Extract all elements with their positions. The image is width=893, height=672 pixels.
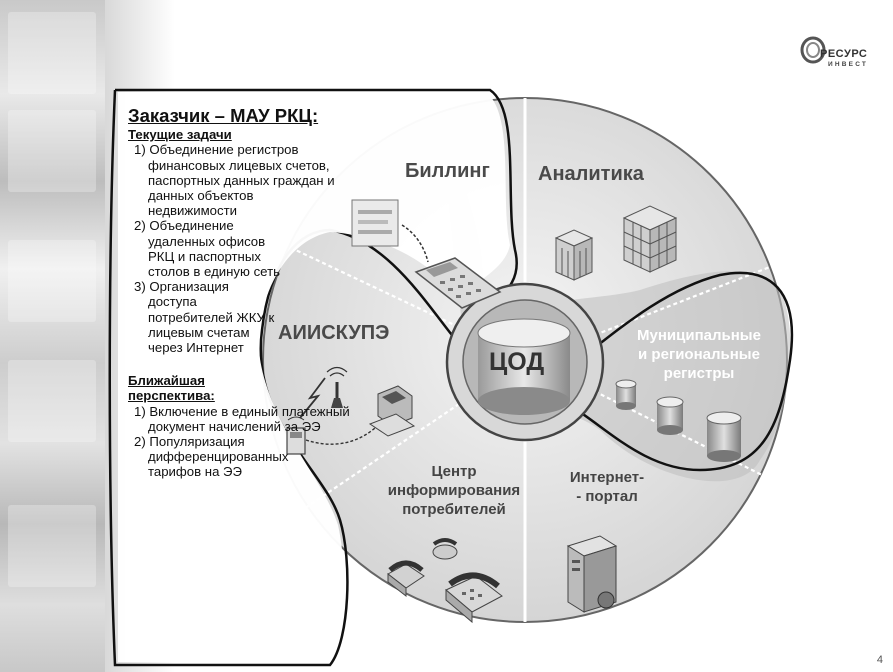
customer-panel: Заказчик – МАУ РКЦ: Текущие задачи 1) Об… bbox=[128, 105, 350, 480]
logo-name: РЕСУРС bbox=[820, 48, 868, 60]
photo-documents bbox=[8, 110, 96, 192]
segment-label-portal: Интернет- - портал bbox=[552, 468, 662, 506]
left-panel-background bbox=[118, 92, 510, 662]
info-center-label-line: потребителей bbox=[402, 501, 506, 518]
analytics-cube-large-icon bbox=[622, 205, 678, 273]
antenna-icon bbox=[326, 366, 348, 408]
segment-label-info-center: Центр информирования потребителей bbox=[380, 462, 528, 519]
current-task-item: 1) Объединение регистров финансовых лице… bbox=[134, 142, 335, 219]
logo-subtitle: ИНВЕСТ bbox=[828, 61, 869, 68]
segment-label-analytics: Аналитика bbox=[538, 163, 644, 185]
future-task-item: 1) Включение в единый платежный документ… bbox=[134, 403, 350, 434]
segment-label-registers: Муниципальные и региональные регистры bbox=[626, 326, 772, 383]
calculator-icon bbox=[414, 257, 502, 309]
future-task-item: 2) Популяризация дифференцированных тари… bbox=[134, 434, 289, 480]
meter-device-icon bbox=[286, 416, 306, 455]
current-tasks-heading: Текущие задачи bbox=[128, 127, 232, 143]
current-task-item: 2) Объединение удаленных офисов РКЦ и па… bbox=[134, 218, 280, 280]
info-center-label-line: Центр bbox=[431, 463, 477, 480]
future-heading: Ближайшая перспектива: bbox=[128, 373, 215, 404]
phone-large-icon bbox=[445, 572, 503, 624]
computer-icon bbox=[368, 385, 416, 437]
segment-label-aiiskupe: АИИСКУПЭ bbox=[278, 322, 390, 344]
datacenter-cylinder-icon bbox=[477, 318, 571, 415]
page-number: 4 bbox=[876, 654, 883, 666]
billing-arrow-icon bbox=[401, 224, 429, 263]
phone-medium-icon bbox=[387, 560, 425, 598]
segment-label-billing: Биллинг bbox=[405, 160, 490, 182]
info-center-label-line: информирования bbox=[387, 482, 521, 499]
scope-boundary-right bbox=[115, 88, 794, 472]
lightning-signal-icon bbox=[299, 377, 326, 419]
registers-disk-large-icon bbox=[706, 411, 742, 462]
registers-label-line: и региональные bbox=[638, 346, 760, 363]
registers-label-line: регистры bbox=[663, 365, 735, 382]
photo-faucet bbox=[8, 12, 96, 94]
server-tower-icon bbox=[566, 535, 618, 613]
registers-label-line: Муниципальные bbox=[637, 327, 761, 344]
analytics-cube-small-icon bbox=[554, 229, 594, 281]
photo-cables bbox=[8, 240, 96, 322]
phone-small-icon bbox=[432, 538, 458, 560]
billing-document-icon bbox=[351, 199, 399, 247]
registers-disk-small-icon bbox=[615, 379, 637, 410]
portal-label-line: Интернет- bbox=[569, 469, 645, 486]
company-logo: РЕСУРС ИНВЕСТ bbox=[800, 36, 886, 76]
meter-link-arrow-icon bbox=[305, 427, 376, 445]
photo-gears bbox=[8, 360, 96, 442]
panel-title: Заказчик – МАУ РКЦ: bbox=[128, 105, 319, 126]
logo-icon bbox=[800, 36, 826, 64]
portal-label-line: - портал bbox=[576, 488, 638, 505]
center-label-cod: ЦОД bbox=[489, 348, 545, 376]
registers-disk-medium-icon bbox=[656, 396, 684, 435]
photo-building bbox=[8, 505, 96, 587]
current-task-item: 3) Организация доступа потребителей ЖКУ … bbox=[134, 279, 275, 356]
